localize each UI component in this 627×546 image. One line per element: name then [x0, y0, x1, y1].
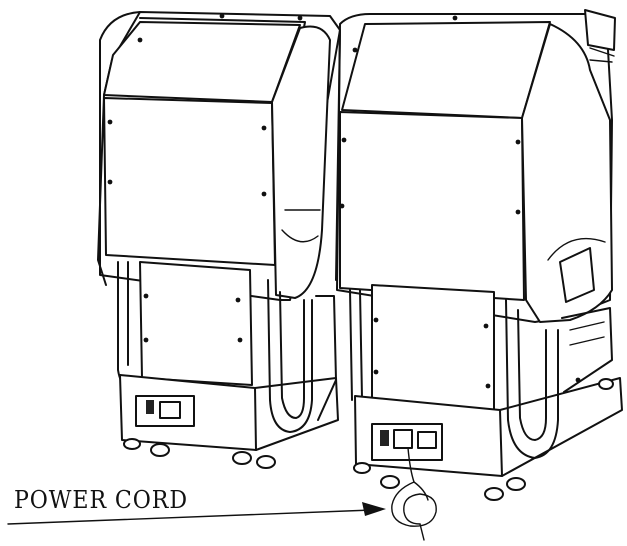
- left-cabinet: [97, 11, 341, 469]
- right-cabinet: [335, 9, 623, 501]
- power-cord: [391, 447, 437, 541]
- power-cord-label: POWER CORD: [14, 486, 188, 514]
- callout-arrow: [7, 502, 386, 525]
